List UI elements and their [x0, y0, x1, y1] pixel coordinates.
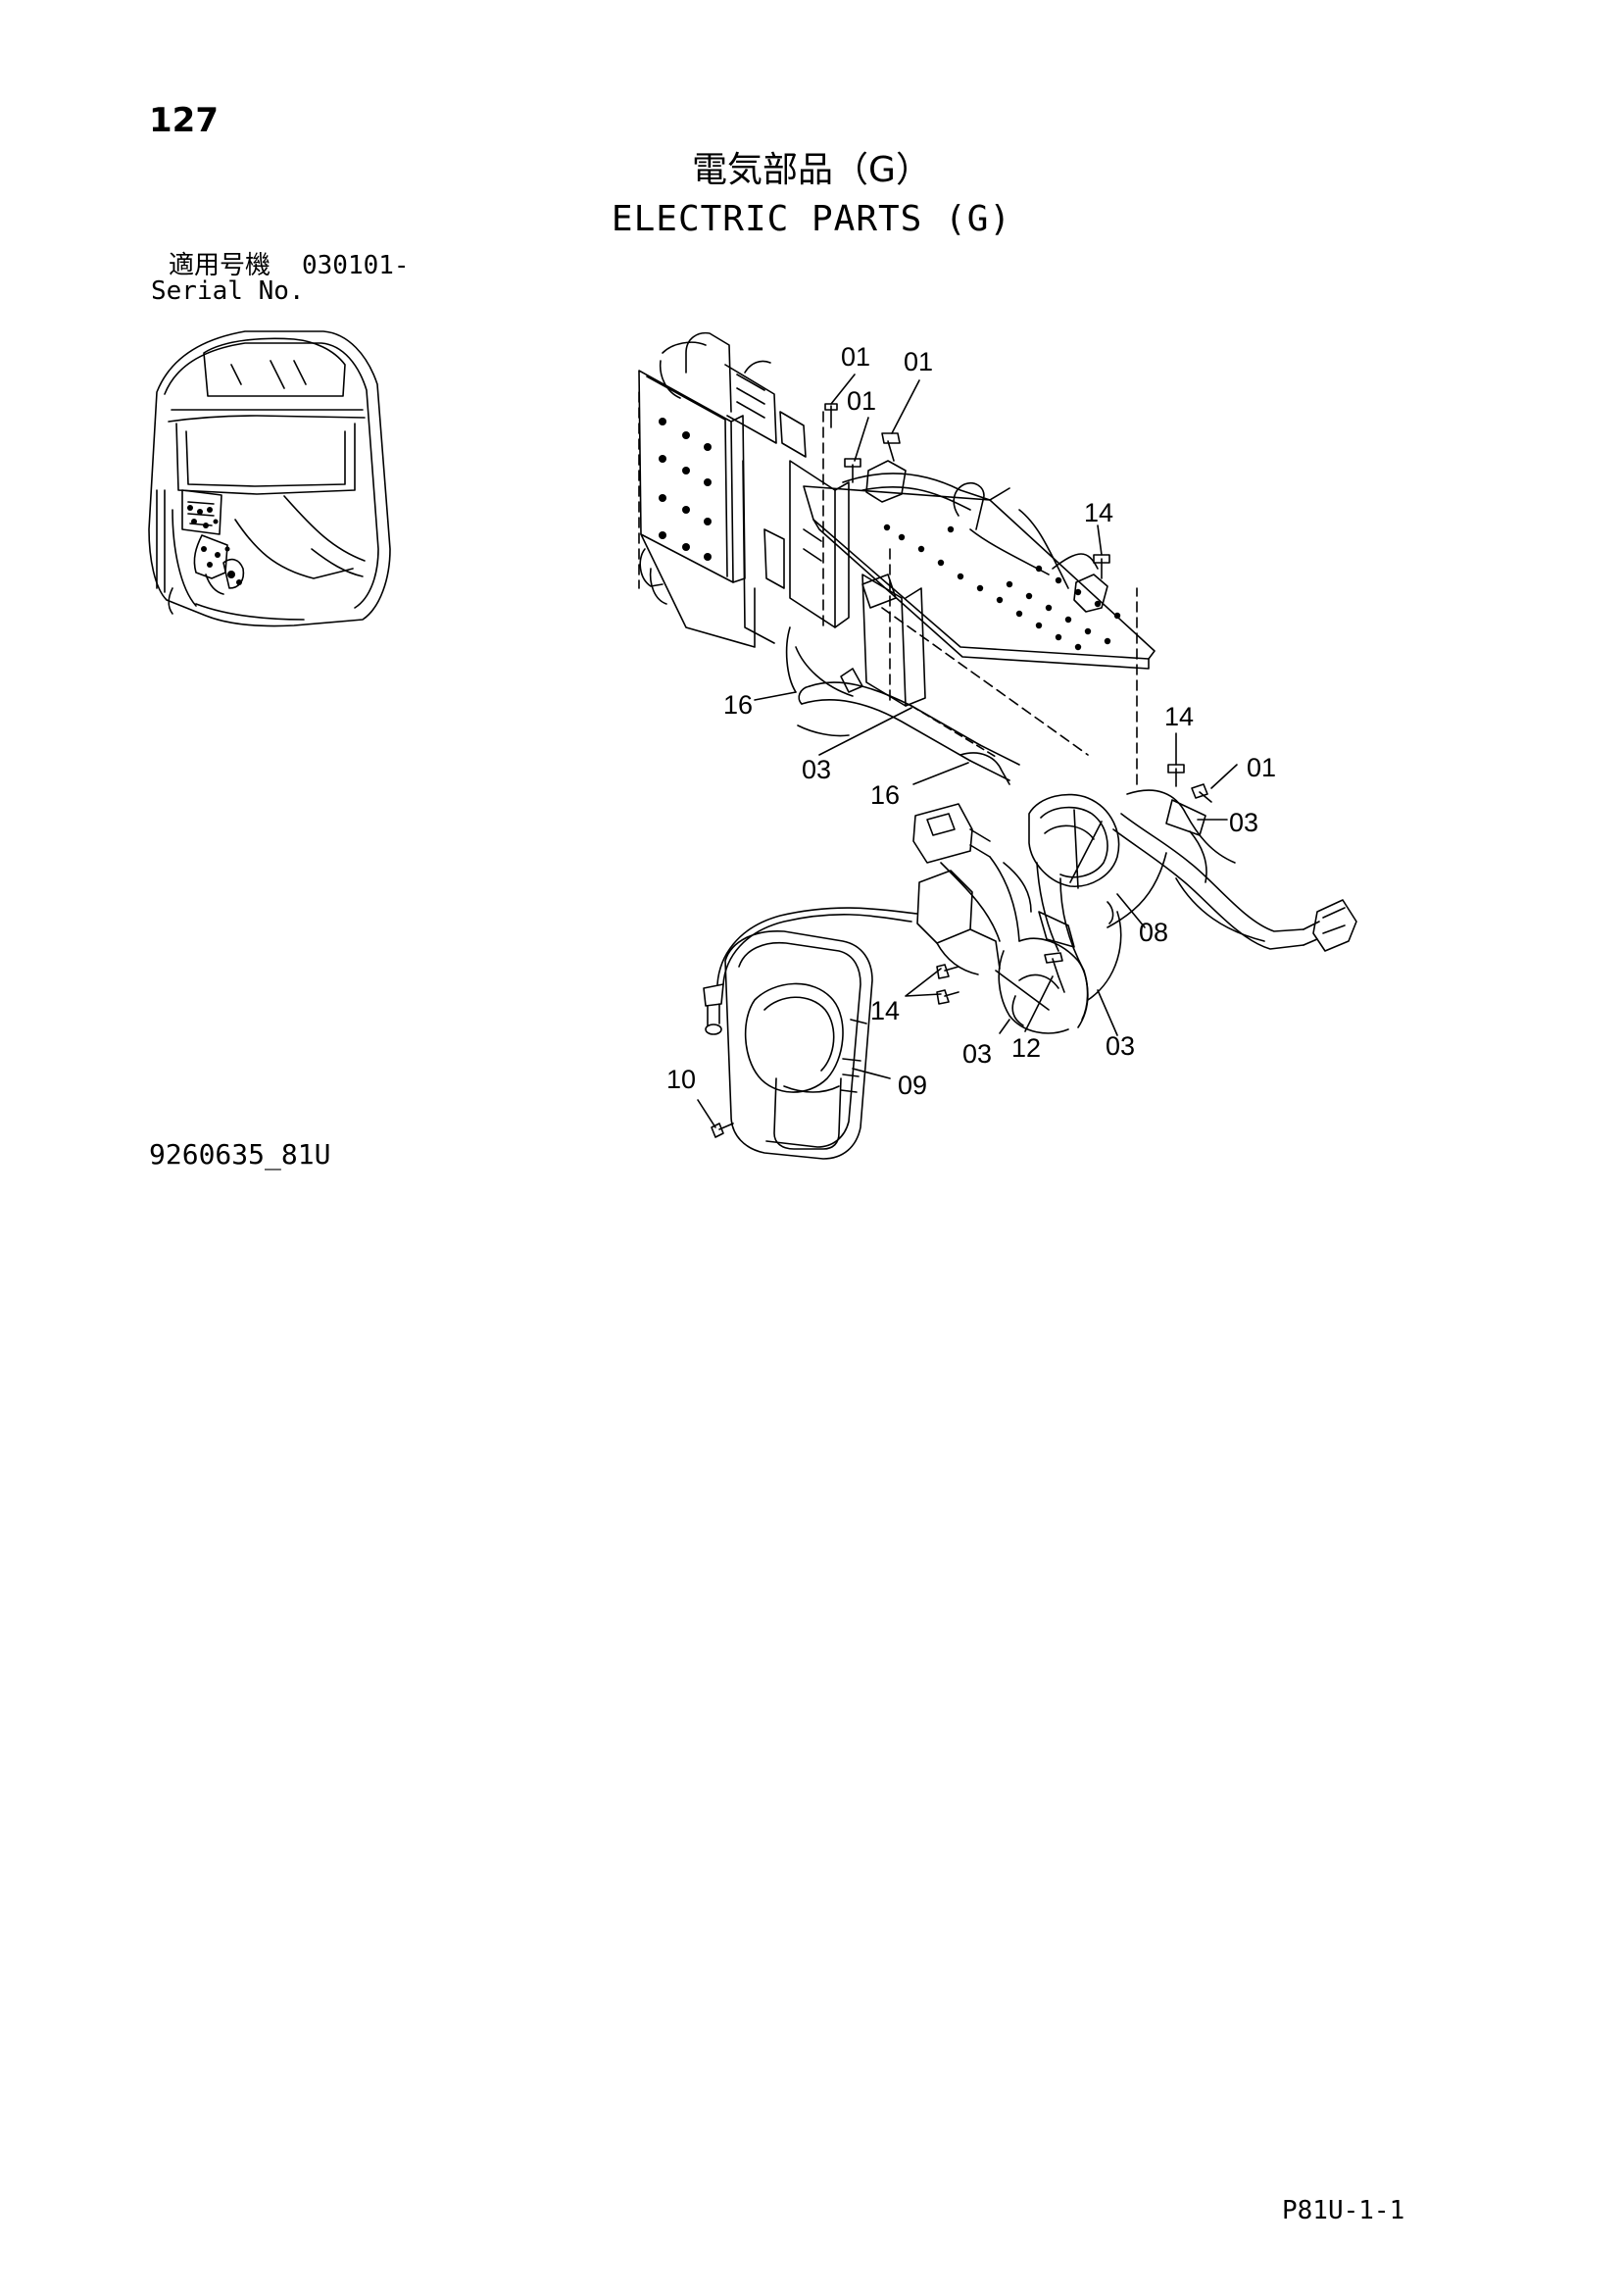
- page-number: 127: [149, 101, 219, 140]
- callout-01-c: 01: [847, 386, 876, 416]
- serial-number: 030101-: [302, 251, 410, 280]
- page-code: P81U-1-1: [1282, 2196, 1405, 2225]
- serial-label-japanese: 適用号機: [169, 251, 271, 280]
- callout-14-b: 14: [1164, 702, 1194, 731]
- callout-16-b: 16: [870, 780, 900, 810]
- callout-03-c: 03: [962, 1039, 992, 1069]
- callout-01-a: 01: [841, 342, 870, 372]
- callout-03-a: 03: [802, 755, 831, 784]
- callout-16-a: 16: [723, 690, 753, 720]
- cab-locator-thumbnail: [148, 330, 391, 627]
- callout-03-b: 03: [1229, 808, 1258, 837]
- serial-label-english: Serial No.: [151, 276, 305, 306]
- callout-12: 12: [1011, 1033, 1041, 1063]
- electric-parts-exploded-view: [638, 331, 1357, 1160]
- callout-03-d: 03: [1106, 1031, 1135, 1061]
- callout-14-a: 14: [1084, 498, 1113, 527]
- callout-08: 08: [1139, 918, 1168, 947]
- title-english: ELECTRIC PARTS (G): [611, 199, 1012, 239]
- callout-10: 10: [666, 1065, 696, 1094]
- callout-01-d: 01: [1247, 753, 1276, 782]
- callout-09: 09: [898, 1071, 927, 1100]
- callout-01-b: 01: [904, 347, 933, 376]
- callout-14-c: 14: [870, 996, 900, 1025]
- callout-labels: 01 01 01 01 14 14 14 16 16 03 03 03 03 0…: [666, 342, 1276, 1100]
- title-japanese: 電気部品（G）: [692, 150, 931, 190]
- drawing-number: 9260635_81U: [149, 1138, 331, 1171]
